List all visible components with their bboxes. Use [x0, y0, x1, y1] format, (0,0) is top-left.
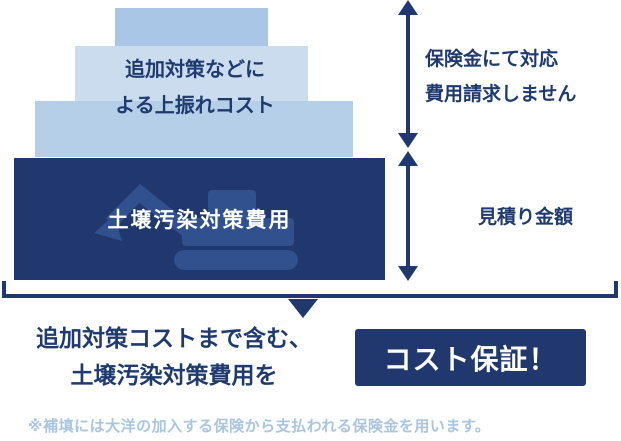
underbrace: [2, 281, 618, 298]
summary-line1: 追加対策コストまで含む、: [36, 325, 312, 351]
down-arrow-icon: [288, 299, 318, 318]
summary-line2: 土壌汚染対策費用を: [70, 361, 278, 388]
overrun-cost-line1: 追加対策などに: [125, 59, 265, 81]
footnote: ※補填には大洋の加入する保険から支払われる保険金を用います。: [28, 418, 491, 435]
pyramid-tier-bottom: [35, 101, 353, 157]
insurance-annotation-line1: 保険金にて対応: [425, 49, 559, 70]
insurance-range-arrow-icon: [398, 0, 418, 148]
estimate-range-arrow-icon: [398, 151, 418, 281]
soil-cost-label: 土壌汚染対策費用: [107, 209, 292, 232]
overrun-cost-label: 追加対策などに よる上振れコスト: [40, 52, 350, 124]
soil-cost-block: 土壌汚染対策費用: [14, 158, 385, 280]
cost-guarantee-badge: コスト保証！: [355, 329, 586, 386]
excavator-icon: [94, 184, 298, 270]
pyramid-tier-middle: [75, 46, 308, 101]
insurance-annotation: 保険金にて対応 費用請求しません: [425, 42, 576, 112]
pyramid-tier-top: [115, 8, 268, 46]
overrun-cost-line2: よる上振れコスト: [115, 95, 275, 117]
insurance-annotation-line2: 費用請求しません: [425, 84, 577, 106]
summary-text: 追加対策コストまで含む、 土壌汚染対策費用を: [0, 320, 348, 394]
estimate-annotation: 見積り金額: [478, 207, 574, 228]
